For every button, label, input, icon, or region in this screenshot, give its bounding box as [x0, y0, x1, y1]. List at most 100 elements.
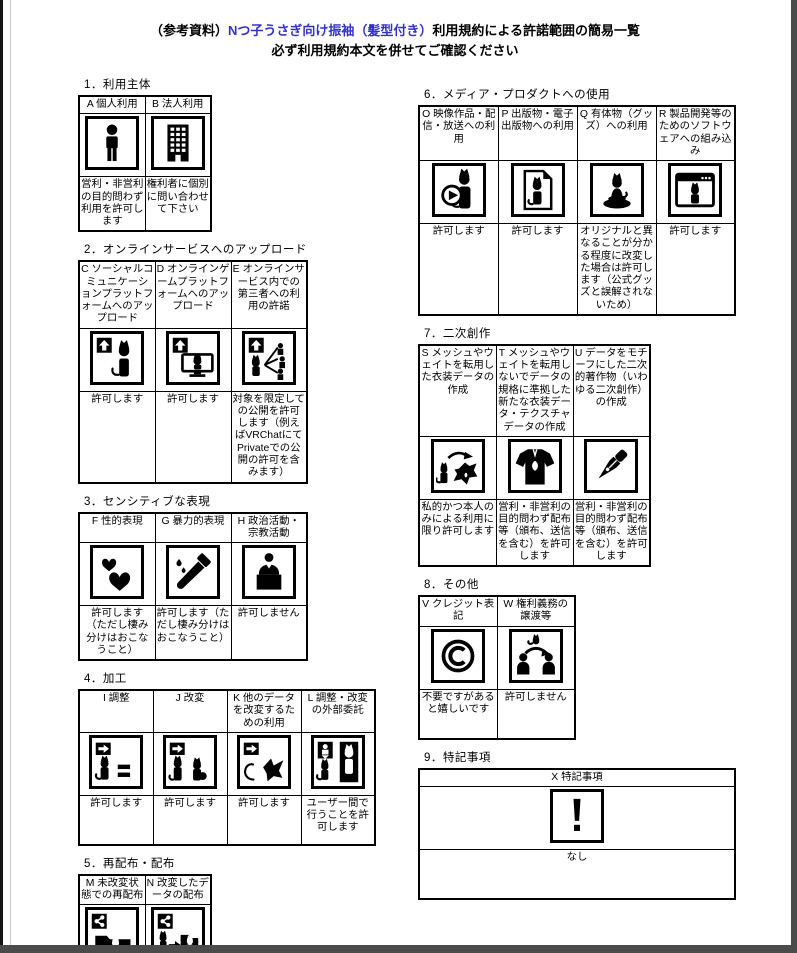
cell-A-icon-cell — [78, 113, 146, 178]
podium-speaker-icon — [241, 545, 296, 600]
section-7-title: 7．二次創作 — [424, 327, 491, 340]
page-margin-line — [10, 0, 11, 945]
cell-L-result: ユーザー間で行うことを許可します — [300, 794, 376, 846]
section-9-title: 9．特記事項 — [424, 751, 491, 764]
cell-Q-icon-cell — [576, 160, 657, 225]
door-handoff-cats-icon — [310, 734, 365, 789]
cell-K-header: K 他のデータを改変するための利用 — [226, 689, 302, 733]
cell-A-result: 営利・非営利の目的問わず利用を許可します — [78, 176, 146, 232]
arrow-cat-equals-icon — [89, 734, 144, 789]
cell-D-icon-cell — [154, 327, 232, 392]
cell-E-result: 対象を限定しての公開を許可します（例えばVRChatにてPrivateでの公開の… — [230, 390, 308, 484]
viewer-edge-right — [791, 0, 797, 953]
kimono-icon — [507, 438, 562, 493]
app-window-cat-icon — [668, 163, 723, 218]
section-4-title: 4．加工 — [84, 673, 127, 686]
cell-V-result: 不要ですがあると嬉しいです — [418, 688, 498, 740]
cell-R-result: 許可します — [655, 223, 736, 316]
cell-L-header: L 調整・改変の外部委託 — [300, 689, 376, 733]
cell-M-header: M 未改変状態での再配布 — [78, 874, 146, 906]
arrow-cat-ribbon-icon — [237, 734, 291, 789]
viewer-edge-bottom — [0, 945, 797, 953]
cell-I-result: 許可します — [78, 794, 154, 846]
cell-A-header: A 個人利用 — [78, 95, 146, 115]
cell-V-icon-cell — [418, 625, 498, 690]
cell-O-header: O 映像作品・配信・放送への利用 — [418, 105, 499, 162]
cell-K-result: 許可します — [226, 794, 302, 846]
cell-Q-result: オリジナルと異なることが分かる程度に改変した場合は許可します（公式グッズと誤解さ… — [576, 223, 657, 316]
cell-J-icon-cell — [152, 731, 228, 796]
title-suffix: 利用規約による許諾範囲の簡易一覧 — [432, 23, 641, 38]
upload-share-users-cat-icon — [241, 330, 296, 385]
cell-T-header: T メッシュやウェイトを転用しないでデータの規格に準拠した新たな衣装データ・テク… — [495, 344, 574, 437]
hearts-icon — [90, 545, 145, 600]
page-edge-left — [0, 0, 3, 953]
cell-X-header: X 特記事項 — [418, 768, 736, 787]
copyright-icon — [431, 628, 486, 683]
cell-J-header: J 改変 — [152, 689, 228, 733]
building-icon — [150, 116, 205, 171]
cell-I-icon-cell — [78, 731, 154, 796]
cell-O-icon-cell — [418, 160, 499, 225]
cell-X-icon-cell — [418, 785, 736, 850]
title-product-link[interactable]: Nつ子うさぎ向け振袖（髪型付き） — [228, 23, 433, 38]
cell-D-result: 許可します — [154, 390, 232, 484]
cell-H-header: H 政治活動・宗教活動 — [230, 512, 308, 544]
cell-B-icon-cell — [144, 113, 212, 178]
cell-G-result: 許可します（ただし棲み分けはおこなうこと） — [154, 605, 232, 661]
cell-P-result: 許可します — [497, 223, 578, 316]
cell-F-header: F 性的表現 — [78, 512, 156, 544]
cell-F-icon-cell — [78, 542, 156, 607]
section-1-title: 1．利用主体 — [84, 79, 151, 91]
knife-icon — [166, 545, 220, 600]
cell-J-result: 許可します — [152, 794, 228, 846]
cell-G-icon-cell — [154, 542, 232, 607]
cell-S-icon-cell — [418, 435, 497, 500]
cell-V-header: V クレジット表記 — [418, 595, 498, 627]
cell-R-header: R 製品開発等のためのソフトウェアへの組み込み — [655, 105, 736, 162]
cell-U-icon-cell — [572, 435, 651, 500]
cell-N-header: N 改変したデータの配布 — [144, 874, 212, 906]
section-2-title: 2．オンラインサービスへのアップロード — [84, 244, 307, 257]
cell-W-result: 許可しません — [496, 688, 576, 740]
people-exchange-cat-icon — [508, 628, 563, 683]
cat-figurine-icon — [589, 163, 644, 218]
person-icon — [85, 116, 140, 171]
cell-U-header: U データをモチーフにした二次的著作物（いわゆる二次創作）の作成 — [572, 344, 651, 437]
cell-W-header: W 権利義務の譲渡等 — [496, 595, 576, 627]
cell-W-icon-cell — [496, 625, 576, 690]
cell-E-icon-cell — [230, 327, 308, 392]
cell-D-header: D オンラインゲームプラットフォームへのアップロード — [154, 260, 232, 329]
cat-play-icon — [431, 163, 486, 218]
section-6-title: 6．メディア・プロダクトへの使用 — [424, 89, 611, 101]
page-title: （参考資料）Nつ子うさぎ向け振袖（髪型付き）利用規約による許諾範囲の簡易一覧 必… — [0, 21, 790, 60]
upload-monitor-cat-icon — [166, 330, 220, 385]
cell-H-icon-cell — [230, 542, 308, 607]
cell-C-icon-cell — [78, 327, 156, 392]
document-cat-icon — [510, 163, 565, 218]
cell-S-result: 私的かつ本人のみによる利用に限り許可します — [418, 498, 497, 567]
cell-O-result: 許可します — [418, 223, 499, 316]
cell-I-header: I 調整 — [78, 689, 154, 733]
cell-L-icon-cell — [300, 731, 376, 796]
cell-C-result: 許可します — [78, 390, 156, 484]
cell-R-icon-cell — [655, 160, 736, 225]
arrow-two-cats-icon — [163, 734, 217, 789]
